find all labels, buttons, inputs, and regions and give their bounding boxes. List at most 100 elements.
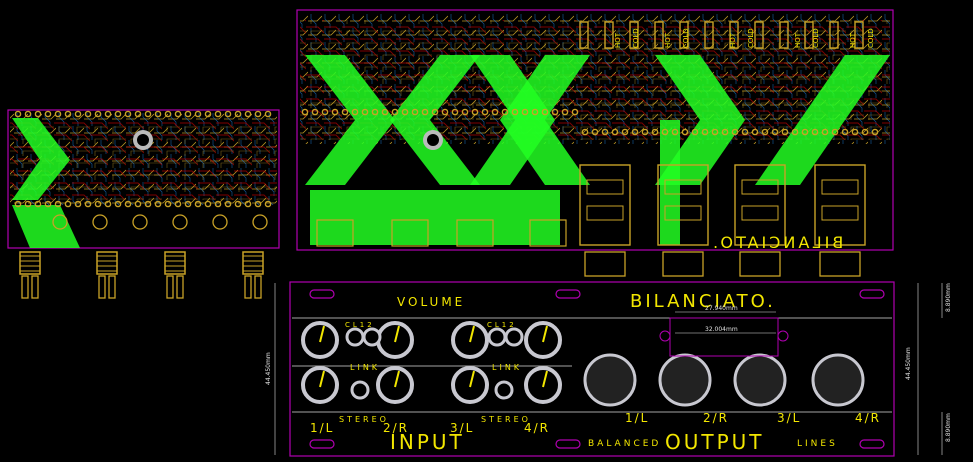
pin-pad [154,110,162,118]
xlr-nut [584,251,626,277]
hot-label: HOT [849,32,857,48]
pin-pad [84,200,92,208]
volume-label: VOLUME [397,295,465,309]
pin-pad [591,128,599,136]
xlr-slot [586,205,624,221]
header-pad [854,21,864,49]
pin-pad [361,108,369,116]
pin-pad [381,108,389,116]
output-jack-hole [658,353,712,407]
front-panel: BILANCIATO. VOLUME INPUT OUTPUT BALANCED… [265,281,952,457]
pin-pad [541,108,549,116]
small-knob [362,327,382,347]
header-pad [654,21,664,49]
stereo-label-1: STEREO [339,415,389,424]
pin-pad [14,110,22,118]
pin-pad [701,128,709,136]
pin-pad [174,200,182,208]
pin-pad [204,200,212,208]
xlr-slot [741,179,779,195]
pin-pad [741,128,749,136]
xlr-slot [586,179,624,195]
header-pad [779,21,789,49]
pin-pad [371,108,379,116]
pot-footprint [212,214,228,230]
pin-pad [671,128,679,136]
pin-pad [351,108,359,116]
knob-indicator [469,370,475,388]
pin-pad [601,128,609,136]
pin-pad [841,128,849,136]
balanced-label: BALANCED [588,439,661,449]
pin-pad [531,108,539,116]
pin-pad [871,128,879,136]
pin-pad [631,128,639,136]
pin-pad [801,128,809,136]
main-pin-headers [301,21,879,136]
pin-pad [214,110,222,118]
pin-pad [831,128,839,136]
pin-pad [341,108,349,116]
pin-pad [224,110,232,118]
header-pad [629,21,639,49]
pin-pad [54,110,62,118]
pin-pad [391,108,399,116]
pin-pad [571,108,579,116]
input-jack [316,219,354,247]
xlr-outline [734,164,786,246]
pin-pad [264,110,272,118]
left-board [7,109,280,299]
pin-pad [184,200,192,208]
pin-pad [811,128,819,136]
pin-pad [264,200,272,208]
pot-footprint [92,214,108,230]
knob-indicator [394,370,400,388]
pin-pad [144,110,152,118]
pin-pad [461,108,469,116]
panel-knobs [301,321,865,407]
input-jack [529,219,567,247]
pin-pad [194,110,202,118]
main-xlr-jacks [316,164,866,277]
header-pad [604,21,614,49]
pin-pad [471,108,479,116]
hot-label: HOT [729,32,737,48]
pin-pad [521,108,529,116]
pin-pad [154,200,162,208]
pin-pad [54,200,62,208]
dim-27: 27.940mm [705,305,738,312]
rca-leg [244,275,252,299]
xlr-outline [814,164,866,246]
pin-pad [94,110,102,118]
output-channel-label: 2/R [703,411,729,425]
mount-slot [309,439,335,449]
knob-indicator [542,325,548,343]
pin-pad [84,110,92,118]
pin-pad [641,128,649,136]
output-jack-hole [733,353,787,407]
pin-pad [651,128,659,136]
pin-pad [781,128,789,136]
output-label: OUTPUT [665,430,765,454]
lines-label: LINES [797,439,838,449]
mounting-slots [309,289,885,449]
pin-pad [401,108,409,116]
pin-pad [501,108,509,116]
xlr-outline [657,164,709,246]
pin-pad [481,108,489,116]
pin-pad [234,200,242,208]
pin-pad [491,108,499,116]
pin-pad [431,108,439,116]
header-pad [704,21,714,49]
input-channel-label: 3/L [450,421,474,435]
pin-pad [611,128,619,136]
rca-body [164,251,186,275]
pin-pad [581,128,589,136]
xlr-outline [579,164,631,246]
dim-8a: 8.890mm [945,283,952,312]
pin-pad [224,200,232,208]
pin-pad [561,108,569,116]
